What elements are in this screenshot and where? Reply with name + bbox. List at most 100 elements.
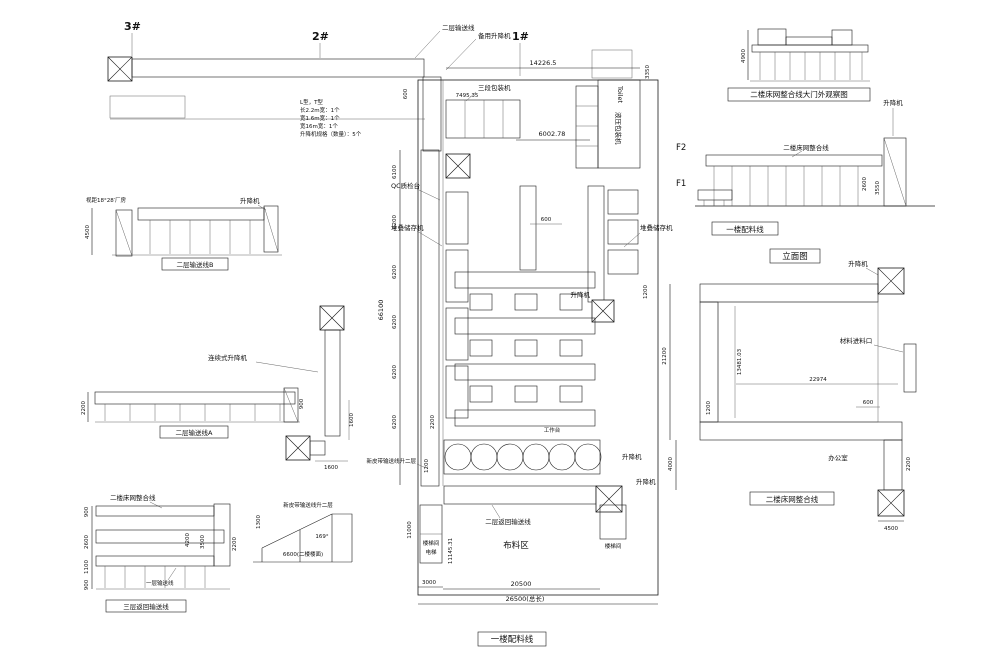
dim-2200-s: 2200 xyxy=(232,537,238,551)
dim-1200-uplan: 1200 xyxy=(706,401,712,415)
dim-4900: 4900 xyxy=(741,49,747,63)
stack-title: 三层返回输送线 xyxy=(123,602,169,611)
dim-11000: 11000 xyxy=(407,521,413,539)
dim-4200-s: 4200 xyxy=(185,533,191,547)
uplan-lift-pointer-label: 升降机 xyxy=(848,259,868,268)
dim-2600-s: 2600 xyxy=(84,535,90,549)
top-conveyor: 二层输送线 备用升降机 600 L型，T型 长2.2m宽：1个 宽1.6m宽：1… xyxy=(107,23,511,152)
dim-2600: 2600 xyxy=(862,177,868,191)
ramp-angle: 169° xyxy=(315,534,328,540)
elev-lift-label: 升降机 xyxy=(883,98,903,107)
marker-1: 1# xyxy=(512,30,529,43)
note-line: 长2.2m宽：1个 xyxy=(300,106,340,114)
top-conveyor-label: 二层输送线 xyxy=(442,23,475,32)
dim-600-center: 600 xyxy=(541,217,552,223)
main-floor-plan: Toilet 3350 14226.5 7495.35 6002.78 三段包装… xyxy=(366,49,673,647)
lift-x-icon xyxy=(319,305,345,331)
dim-900-a: 900 xyxy=(299,398,305,409)
note-line: 升降机规格（数量）：5个 xyxy=(300,130,362,138)
dim-left-total: 66100 xyxy=(377,300,385,321)
qc-label: QC质检台 xyxy=(391,181,420,190)
packer3-label: 三段包装机 xyxy=(478,83,511,92)
stacker-left-label: 堆叠储存机 xyxy=(391,223,424,232)
lift-x-icon xyxy=(107,56,133,82)
dim-3000: 3000 xyxy=(422,580,436,586)
dim-26500: 26500(总长) xyxy=(506,594,545,603)
conveyor-notes: L型，T型 长2.2m宽：1个 宽1.6m宽：1个 宽16m宽：1个 升降机规格… xyxy=(300,98,362,138)
note-line: 宽1.6m宽：1个 xyxy=(300,114,340,122)
round-table-icons xyxy=(444,443,602,471)
dim-left: 6100 xyxy=(392,165,398,179)
dim-3550: 3550 xyxy=(875,181,881,195)
dim-left: 6200 xyxy=(392,215,398,229)
office-label: 办公室 xyxy=(828,453,848,462)
grid-markers: 3# 2# 1# xyxy=(124,20,529,76)
dim-14226: 14226.5 xyxy=(530,59,557,67)
lift-x-icon xyxy=(877,489,905,517)
u-plan-title: 二楼床网整合线 xyxy=(766,494,819,504)
dim-4500-b: 4500 xyxy=(85,225,91,239)
lift-x-icon xyxy=(877,267,905,295)
dim-3500-s: 3500 xyxy=(200,535,206,549)
gate-observation-view: 4900 二楼床网整合线大门外观察图 xyxy=(727,28,871,102)
dim-left: 6200 xyxy=(392,415,398,429)
detail-conveyor-a: 2200 900 二层输送线A xyxy=(81,387,305,439)
note-line: 宽16m宽：1个 xyxy=(300,122,338,130)
elevation-title: 立面图 xyxy=(782,251,808,262)
dim-3350: 3350 xyxy=(645,65,651,79)
elev-ground-label: 一楼配料线 xyxy=(726,224,764,234)
detail-vertical-lift: 连续式升降机 1600 1600 xyxy=(208,305,355,471)
f2-label: F2 xyxy=(676,143,686,153)
dim-2200-a: 2200 xyxy=(81,401,87,415)
dim-2200: 2200 xyxy=(430,415,436,429)
dim-1200-left: 1200 xyxy=(424,459,430,473)
u-plan: 材料进料口 办公室 21200 13481.03 22974 600 1200 … xyxy=(662,267,917,532)
stacker-right-label: 堆叠储存机 xyxy=(640,223,673,232)
lift-b1-label: 升降机 xyxy=(622,452,642,461)
stair-left-label: 楼梯间 xyxy=(423,539,440,547)
fabric-area-label: 布料区 xyxy=(503,540,529,551)
worktable-label: 工作台 xyxy=(544,426,561,434)
dim-6002: 6002.78 xyxy=(539,130,566,138)
new-belt-label: 新皮带输送线升二层 xyxy=(366,457,416,465)
dim-900-s1: 900 xyxy=(84,506,90,517)
dim-left: 6200 xyxy=(392,265,398,279)
ramp-label: 新皮带输送线升二层 xyxy=(283,501,333,509)
marker-2: 2# xyxy=(312,30,329,43)
dim-1600-v: 1600 xyxy=(349,413,355,427)
dim-20500: 20500 xyxy=(511,580,532,588)
detail-ramp: 新皮带输送线升二层 1300 169° 6600(二楼楼面) xyxy=(253,501,353,563)
dim-21200: 21200 xyxy=(662,347,668,365)
elevator-label: 电梯 xyxy=(425,548,437,556)
stair-right-label: 楼梯间 xyxy=(605,542,622,550)
dim-22974: 22974 xyxy=(809,377,827,383)
dim-left: 6200 xyxy=(392,365,398,379)
lift-x-icon xyxy=(591,299,615,323)
dim-600-top: 600 xyxy=(403,88,409,99)
lift-x-icon xyxy=(445,153,471,179)
lift-x-icon xyxy=(285,435,311,461)
ramp-base-dim: 6600(二楼楼面) xyxy=(283,550,323,558)
plan-title: 一楼配料线 xyxy=(491,634,534,645)
dim-7495: 7495.35 xyxy=(456,93,479,99)
elevation-view: F2 F1 二楼床网整合线 升降机 2600 3550 一楼配料线 立面图 升降… xyxy=(676,98,935,277)
lift-b2-label: 升降机 xyxy=(636,477,656,486)
gate-view-title: 二楼床网整合线大门外观察图 xyxy=(750,89,848,99)
note-line: L型，T型 xyxy=(300,98,323,106)
dim-4000: 4000 xyxy=(668,457,674,471)
marker-3: 3# xyxy=(124,20,141,33)
dim-left: 6200 xyxy=(392,315,398,329)
stack-mid-label: 一层输送线 xyxy=(146,579,174,587)
dim-600-uplan: 600 xyxy=(863,400,874,406)
dim-1300-ramp: 1300 xyxy=(256,515,262,529)
dim-11145: 11145.31 xyxy=(448,538,454,564)
detail-stacked-lines: 二楼床网整合线 900 2600 1100 900 4200 3500 2200… xyxy=(84,493,238,613)
detail-b-lift-label: 升降机 xyxy=(240,196,260,205)
return-line-label: 二层返回输送线 xyxy=(485,517,531,526)
detail-b-note: 视距18°28′厂房 xyxy=(86,196,126,204)
backup-lift-label: 备用升降机 xyxy=(478,31,511,40)
dim-13481: 13481.03 xyxy=(737,348,743,375)
detail-conveyor-b: 视距18°28′厂房 升降机 4500 二层输送线B xyxy=(85,196,282,271)
